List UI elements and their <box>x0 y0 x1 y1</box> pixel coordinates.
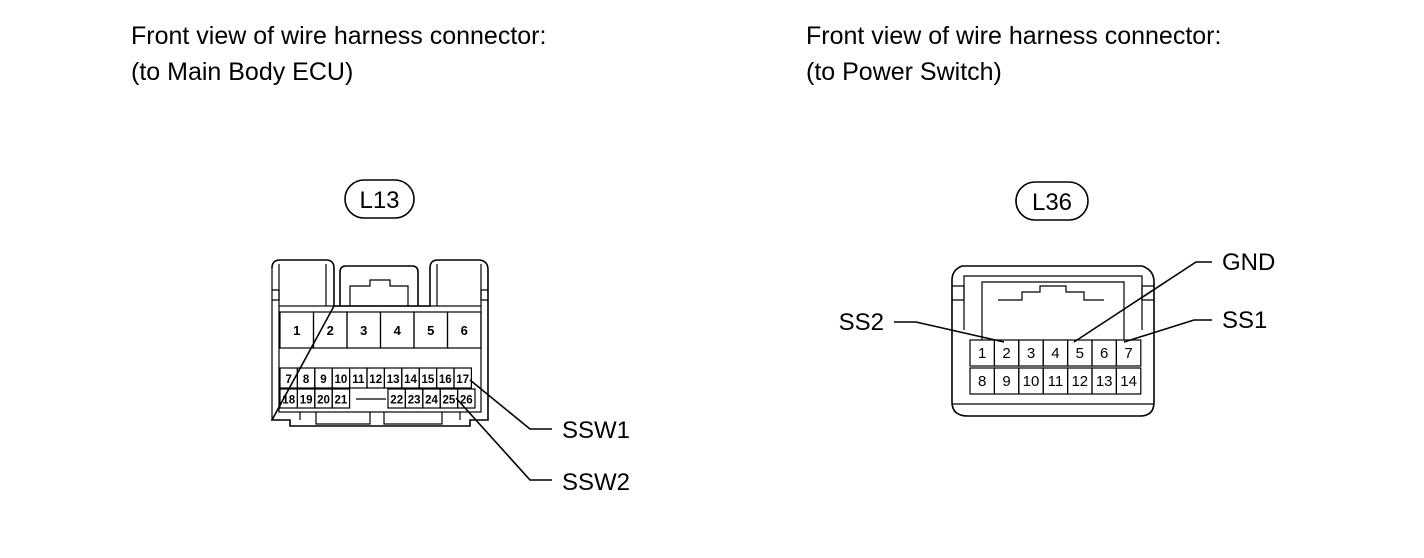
pin-number: 19 <box>300 395 313 407</box>
pin-number: 24 <box>425 395 438 407</box>
pin-number: 8 <box>303 374 310 386</box>
left-caption-line1: Front view of wire harness connector: <box>131 22 546 50</box>
pin-number: 2 <box>1002 345 1010 362</box>
pin-number: 7 <box>1124 345 1132 362</box>
leader-ssw2 <box>455 397 552 481</box>
pin-number: 10 <box>335 374 348 386</box>
pin-row-top-left: 1 2 3 4 5 6 <box>279 311 482 349</box>
pin-number: 5 <box>427 323 434 338</box>
callout-gnd: GND <box>1222 249 1275 276</box>
pin-number: 10 <box>1023 373 1040 390</box>
leader-ss2 <box>894 321 1005 343</box>
callout-ssw2: SSW2 <box>562 469 630 496</box>
pin-number: 4 <box>394 323 402 338</box>
pin-number: 20 <box>317 395 330 407</box>
leader-gnd <box>1073 261 1212 343</box>
pin-number: 9 <box>320 374 326 386</box>
pin-cell <box>1115 367 1142 395</box>
callout-ssw1: SSW1 <box>562 417 630 444</box>
pin-number: 25 <box>443 395 456 407</box>
pin-cell <box>331 388 351 409</box>
pin-number: 3 <box>360 323 367 338</box>
pin-number: 1 <box>978 345 986 362</box>
pin-number: 18 <box>282 395 295 407</box>
connector-code-left: L13 <box>359 187 399 214</box>
pin-number: 1 <box>293 323 300 338</box>
pin-number: 22 <box>390 395 403 407</box>
callout-ss1: SS1 <box>1222 307 1267 334</box>
callout-ss2: SS2 <box>839 309 884 336</box>
pin-number: 6 <box>1100 345 1108 362</box>
connector-body-left <box>270 259 489 427</box>
pin-number: 7 <box>285 374 291 386</box>
connector-code-badge-right <box>1015 181 1089 221</box>
pin-number: 9 <box>1002 373 1010 390</box>
pin-cell <box>453 367 472 389</box>
pin-cell <box>446 311 482 349</box>
pin-number: 17 <box>456 374 469 386</box>
leader-ssw1 <box>469 379 552 430</box>
connector-code-right: L36 <box>1032 189 1072 216</box>
connector-body-right <box>951 265 1155 417</box>
pin-number: 3 <box>1027 345 1035 362</box>
connector-code-badge-left <box>344 179 415 219</box>
pin-number: 11 <box>1048 373 1064 390</box>
right-caption-line1: Front view of wire harness connector: <box>806 22 1221 50</box>
pin-cell <box>457 388 476 409</box>
pin-number: 23 <box>408 395 421 407</box>
pin-number: 5 <box>1076 345 1084 362</box>
pin-number: 26 <box>460 395 473 407</box>
pin-number: 13 <box>1096 373 1113 390</box>
right-caption-line2: (to Power Switch) <box>806 58 1002 86</box>
pin-row-bottom-left: 18 19 20 21 22 23 24 25 26 <box>279 388 476 409</box>
pin-number: 6 <box>461 323 468 338</box>
pin-number: 12 <box>369 374 382 386</box>
pin-number: 14 <box>1120 373 1137 390</box>
pin-number: 12 <box>1071 373 1088 390</box>
pin-number: 16 <box>439 374 452 386</box>
pin-number: 15 <box>422 374 435 386</box>
pin-number: 14 <box>404 374 417 386</box>
pin-number: 2 <box>327 323 334 338</box>
pin-number: 21 <box>335 395 348 407</box>
pin-number: 11 <box>352 374 365 386</box>
pin-number: 8 <box>978 373 986 390</box>
pin-number: 4 <box>1051 345 1059 362</box>
pin-number: 13 <box>387 374 400 386</box>
leader-ss1 <box>1123 319 1212 343</box>
left-caption-line2: (to Main Body ECU) <box>131 58 353 86</box>
